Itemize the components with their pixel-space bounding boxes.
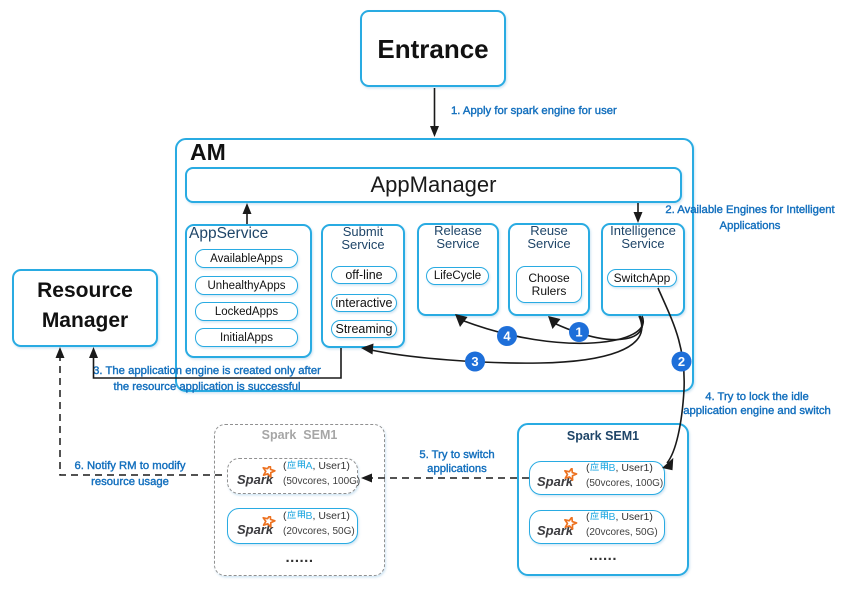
svg-text:2: 2 [678, 354, 685, 369]
svg-text:Spark: Spark [237, 472, 274, 487]
svg-text:Spark: Spark [237, 522, 274, 537]
svg-text:3: 3 [471, 354, 478, 369]
svg-text:1: 1 [575, 325, 582, 340]
svg-text:4: 4 [503, 329, 511, 344]
